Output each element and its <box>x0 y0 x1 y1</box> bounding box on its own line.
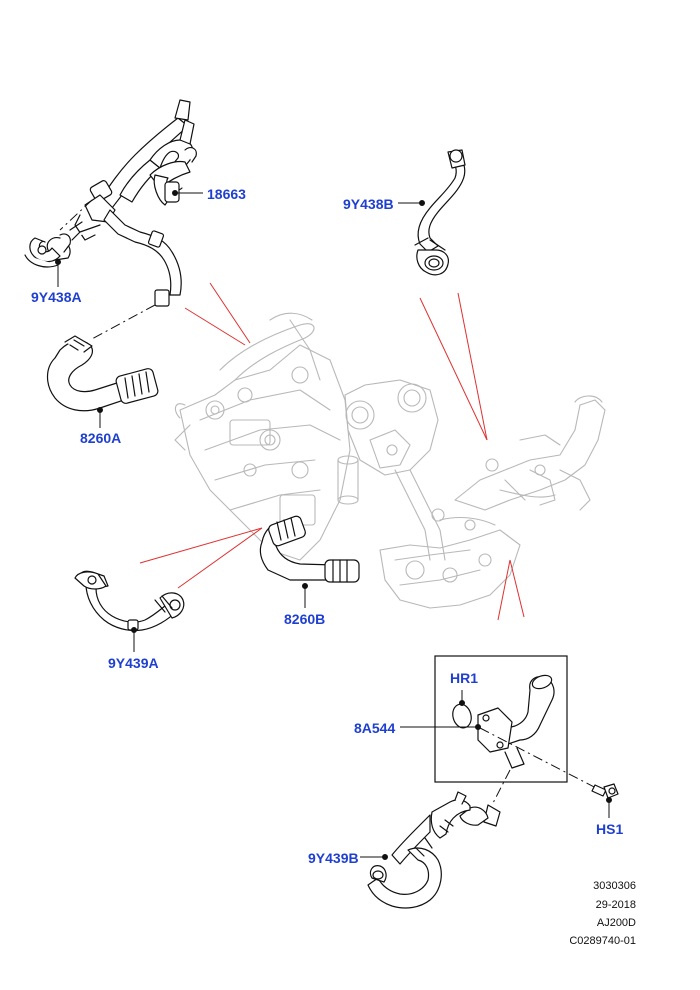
bolt-hs1 <box>591 783 619 799</box>
callout-hs1: HS1 <box>596 821 624 837</box>
part-8a544-pipe <box>477 674 555 769</box>
reference-line-1: 3030306 <box>593 880 636 892</box>
part-8260a-hose <box>46 335 159 412</box>
callout-9y439a: 9Y439A <box>108 655 159 671</box>
reference-line-4: C0289740-01 <box>569 935 636 947</box>
red-leader-lines <box>139 282 525 621</box>
engine-assembly-drawing <box>174 312 606 609</box>
callout-8a544: 8A544 <box>354 720 396 736</box>
part-8a544-box <box>434 655 568 783</box>
o-ring-hr1 <box>452 703 472 729</box>
callout-18663: 18663 <box>207 186 246 202</box>
callout-hr1: HR1 <box>450 670 479 686</box>
dash-dot-line-box-to-hs1 <box>479 727 601 791</box>
dash-dot-line-upper-left <box>59 199 93 231</box>
callout-9y439b: 9Y439B <box>308 850 359 866</box>
part-8260b-hose <box>259 515 360 583</box>
callout-leader-lines <box>55 190 612 860</box>
callout-9y438b: 9Y438B <box>343 196 394 212</box>
part-9y439a-hose <box>74 570 185 632</box>
part-9y439b-hose <box>367 791 501 909</box>
callout-8260b: 8260B <box>284 611 326 627</box>
reference-line-3: AJ200D <box>596 917 636 929</box>
callout-8260a: 8260A <box>80 430 122 446</box>
part-9y438b-hose <box>414 149 466 276</box>
callout-9y438a: 9Y438A <box>31 289 82 305</box>
dash-dot-line-box-to-9y439b <box>491 769 511 806</box>
part-18663-hose-assembly <box>24 99 197 307</box>
reference-line-2: 29-2018 <box>595 899 636 911</box>
dash-dot-line-9y438a-8260a <box>89 304 156 341</box>
